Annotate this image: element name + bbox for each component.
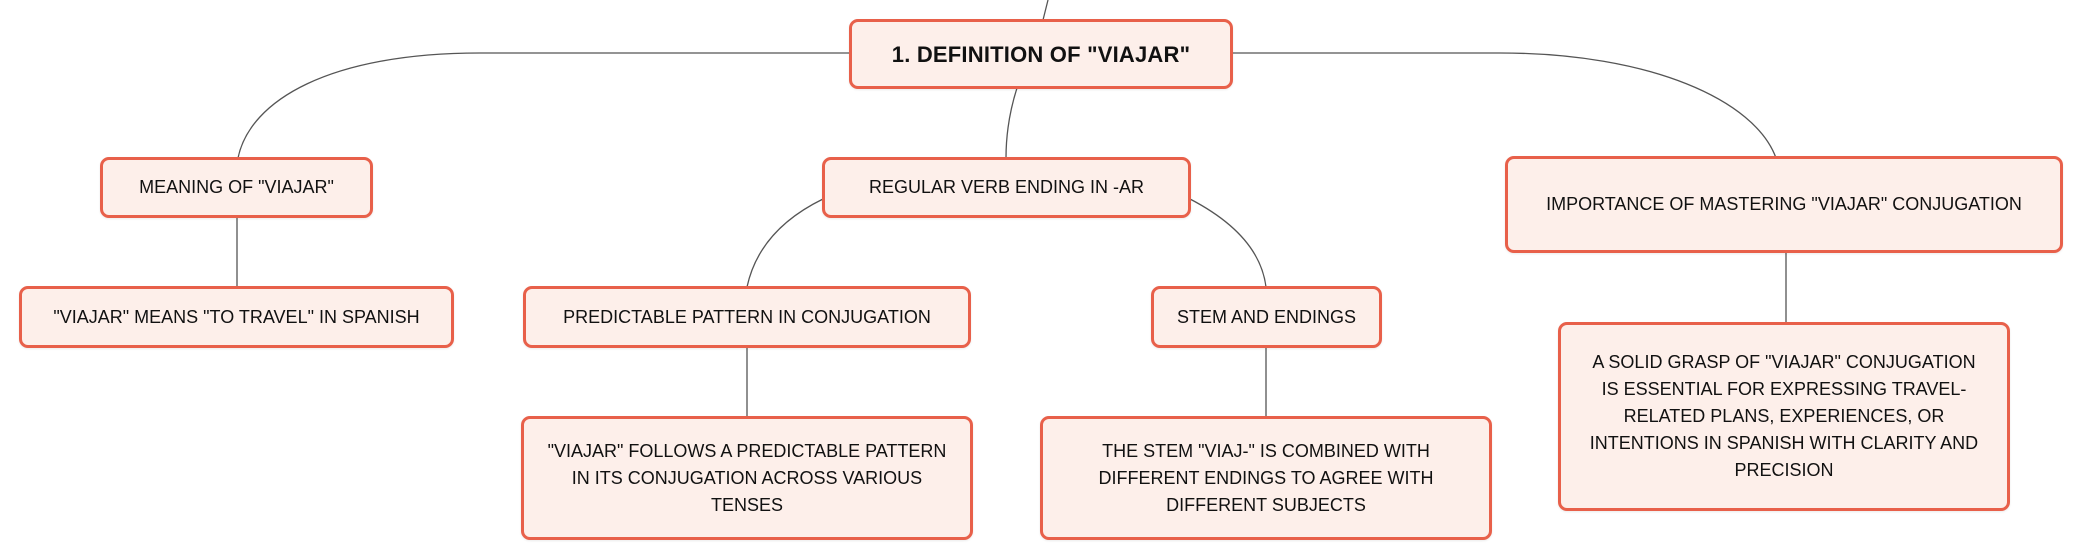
link-parent-to-root: [1042, 0, 1049, 21]
node-regular-verb-label: REGULAR VERB ENDING IN -AR: [868, 177, 1145, 197]
root-node-definition[interactable]: 1. DEFINITION OF "VIAJAR": [849, 19, 1233, 89]
node-pattern-detail-label: "VIAJAR" FOLLOWS A PREDICTABLE PATTERN I…: [547, 440, 947, 515]
node-importance[interactable]: IMPORTANCE OF MASTERING "VIAJAR" CONJUGA…: [1505, 156, 2063, 253]
link-regular-to-pattern: [746, 198, 824, 288]
node-meaning-detail[interactable]: "VIAJAR" MEANS "TO TRAVEL" IN SPANISH: [19, 286, 454, 348]
node-stem-detail[interactable]: THE STEM "VIAJ-" IS COMBINED WITH DIFFER…: [1040, 416, 1492, 540]
node-importance-label: IMPORTANCE OF MASTERING "VIAJAR" CONJUGA…: [1546, 194, 2022, 214]
root-node-label: 1. DEFINITION OF "VIAJAR": [891, 41, 1191, 67]
node-meaning-label: MEANING OF "VIAJAR": [139, 177, 334, 197]
node-stem-endings-label: STEM AND ENDINGS: [1176, 306, 1357, 327]
link-root-to-regular-verb: [1005, 87, 1018, 159]
link-root-to-meaning: [237, 52, 850, 159]
node-regular-verb[interactable]: REGULAR VERB ENDING IN -AR: [822, 157, 1191, 218]
node-stem-endings[interactable]: STEM AND ENDINGS: [1151, 286, 1382, 348]
node-stem-detail-label: THE STEM "VIAJ-" IS COMBINED WITH DIFFER…: [1098, 440, 1434, 515]
node-importance-detail[interactable]: A SOLID GRASP OF "VIAJAR" CONJUGATION IS…: [1558, 322, 2010, 511]
node-meaning[interactable]: MEANING OF "VIAJAR": [100, 157, 373, 218]
node-meaning-detail-label: "VIAJAR" MEANS "TO TRAVEL" IN SPANISH: [53, 306, 420, 327]
node-pattern-detail[interactable]: "VIAJAR" FOLLOWS A PREDICTABLE PATTERN I…: [521, 416, 973, 540]
node-predictable-pattern[interactable]: PREDICTABLE PATTERN IN CONJUGATION: [523, 286, 971, 348]
link-regular-to-stem: [1189, 198, 1267, 288]
node-predictable-pattern-label: PREDICTABLE PATTERN IN CONJUGATION: [563, 306, 931, 327]
node-importance-detail-label: A SOLID GRASP OF "VIAJAR" CONJUGATION IS…: [1589, 352, 1979, 480]
link-root-to-importance: [1232, 52, 1777, 159]
